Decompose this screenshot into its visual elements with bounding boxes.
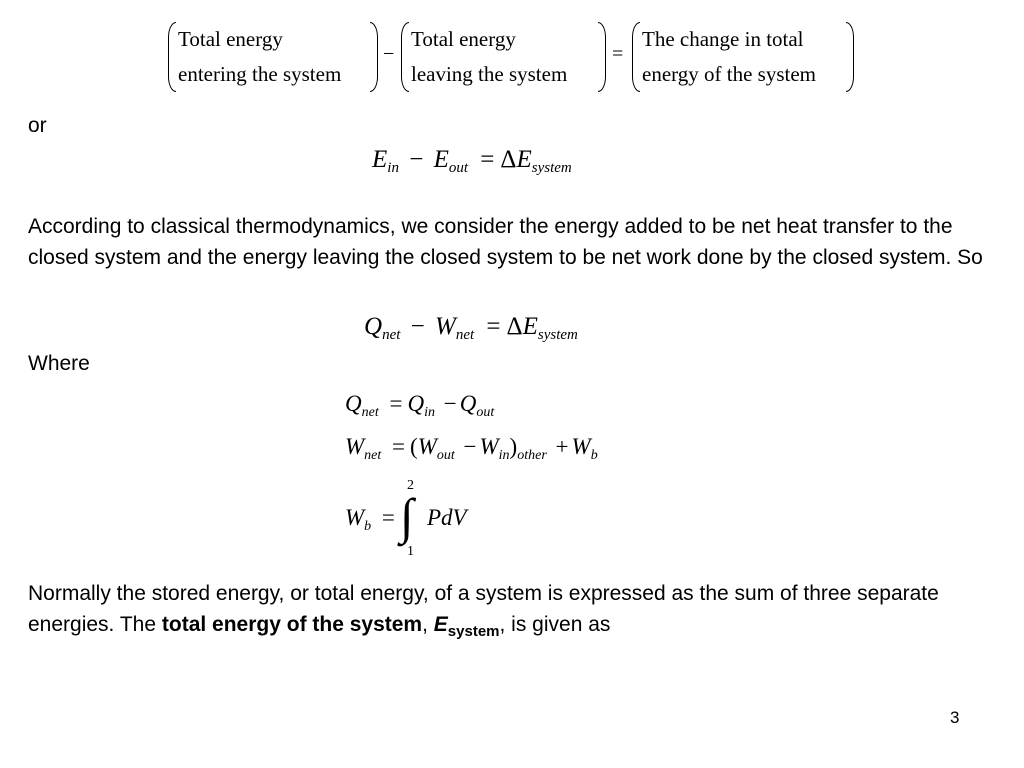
where-text: Where bbox=[28, 352, 90, 375]
or-text: or bbox=[28, 114, 47, 137]
e-symbol: E bbox=[433, 613, 448, 636]
left-paren bbox=[401, 22, 409, 92]
integrand: PdV bbox=[427, 505, 467, 530]
paragraph-classical: According to classical thermodynamics, w… bbox=[28, 215, 983, 269]
integral-lower-limit: 1 bbox=[407, 544, 414, 559]
integral-upper-limit: 2 bbox=[407, 478, 414, 493]
term2-line1: Total energy bbox=[411, 27, 516, 51]
right-paren bbox=[846, 22, 854, 92]
minus-sign: − bbox=[383, 43, 395, 65]
page-number: 3 bbox=[950, 708, 960, 727]
right-paren bbox=[370, 22, 378, 92]
integral-sign: ∫ bbox=[400, 488, 414, 544]
term2-line2: leaving the system bbox=[411, 62, 568, 86]
term-entering: Total energy entering the system bbox=[168, 22, 378, 92]
net-heat-equation: Qnet =Qin −Qout bbox=[345, 391, 495, 420]
term1-line2: entering the system bbox=[178, 62, 342, 86]
left-paren bbox=[168, 22, 176, 92]
term3-line1: The change in total bbox=[642, 27, 804, 51]
equals-sign: = bbox=[612, 43, 624, 65]
term1-line1: Total energy bbox=[178, 27, 283, 51]
term3-line2: energy of the system bbox=[642, 62, 816, 86]
bold-term: total energy of the system bbox=[161, 613, 423, 636]
left-paren bbox=[632, 22, 640, 92]
net-work-equation: Wnet =(Wout −Win)other +Wb bbox=[345, 434, 598, 463]
heat-work-equation: Qnet − Wnet =ΔEsystem bbox=[364, 313, 578, 343]
energy-balance-equation: Ein − Eout =ΔEsystem bbox=[372, 146, 572, 176]
term-change: The change in total energy of the system bbox=[632, 22, 854, 92]
paragraph-total-energy: Normally the stored energy, or total ene… bbox=[28, 582, 939, 640]
right-paren bbox=[598, 22, 606, 92]
term-leaving: Total energy leaving the system bbox=[401, 22, 606, 92]
e-subscript: system bbox=[447, 623, 500, 640]
boundary-work-equation: Wb = bbox=[345, 505, 395, 534]
